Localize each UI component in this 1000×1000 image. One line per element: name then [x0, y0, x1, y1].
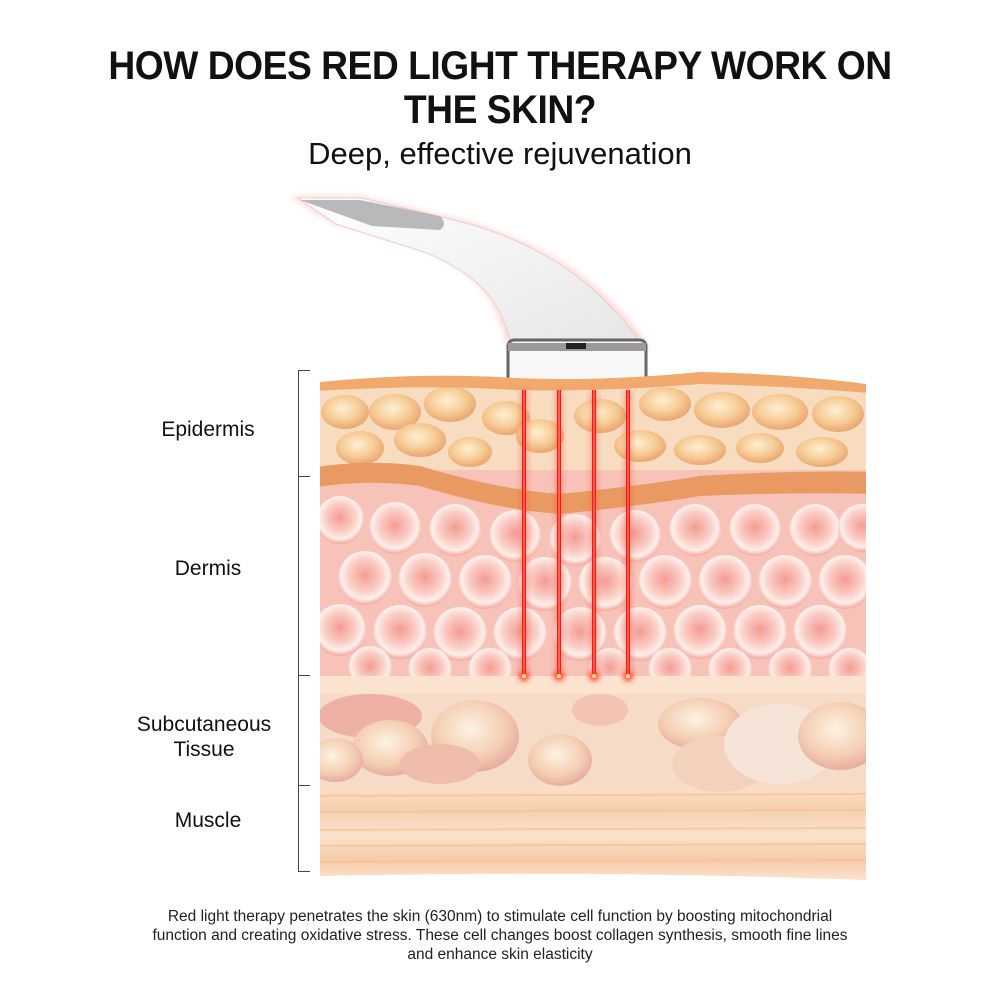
- page-subtitle: Deep, effective rejuvenation: [308, 136, 692, 171]
- bracket-tick: [298, 675, 310, 676]
- beam: [589, 390, 599, 681]
- label-subcutaneous-tissue: Subcutaneous Tissue: [104, 712, 304, 762]
- beam: [554, 390, 564, 681]
- caption-line-1: Red light therapy penetrates the skin (6…: [167, 908, 833, 925]
- label-subcutaneous-line1: Subcutaneous: [136, 713, 272, 736]
- caption-line-3: and enhance skin elasticity: [407, 946, 593, 963]
- layer-bracket: [298, 370, 311, 872]
- caption-line-2: function and creating oxidative stress. …: [152, 927, 848, 944]
- title-line-1: HOW DOES RED LIGHT THERAPY WORK ON: [108, 44, 892, 88]
- beam: [623, 390, 633, 681]
- bracket-tick: [298, 370, 310, 371]
- subcutaneous-cells: [320, 694, 866, 792]
- therapy-wand-icon: [290, 196, 648, 392]
- red-light-beams: [519, 390, 633, 681]
- label-epidermis: Epidermis: [161, 418, 255, 441]
- bracket-tick: [298, 871, 310, 872]
- bracket-tick: [298, 476, 310, 477]
- beam: [519, 390, 529, 681]
- label-dermis: Dermis: [174, 557, 242, 580]
- label-subcutaneous-line2: Tissue: [173, 738, 235, 761]
- label-muscle: Muscle: [174, 809, 242, 832]
- bracket-tick: [298, 785, 310, 786]
- muscle-fibers: [320, 793, 866, 863]
- description-caption: Red light therapy penetrates the skin (6…: [40, 907, 960, 964]
- title-line-2: THE SKIN?: [403, 88, 597, 132]
- page-title: HOW DOES RED LIGHT THERAPY WORK ON THE S…: [35, 44, 965, 132]
